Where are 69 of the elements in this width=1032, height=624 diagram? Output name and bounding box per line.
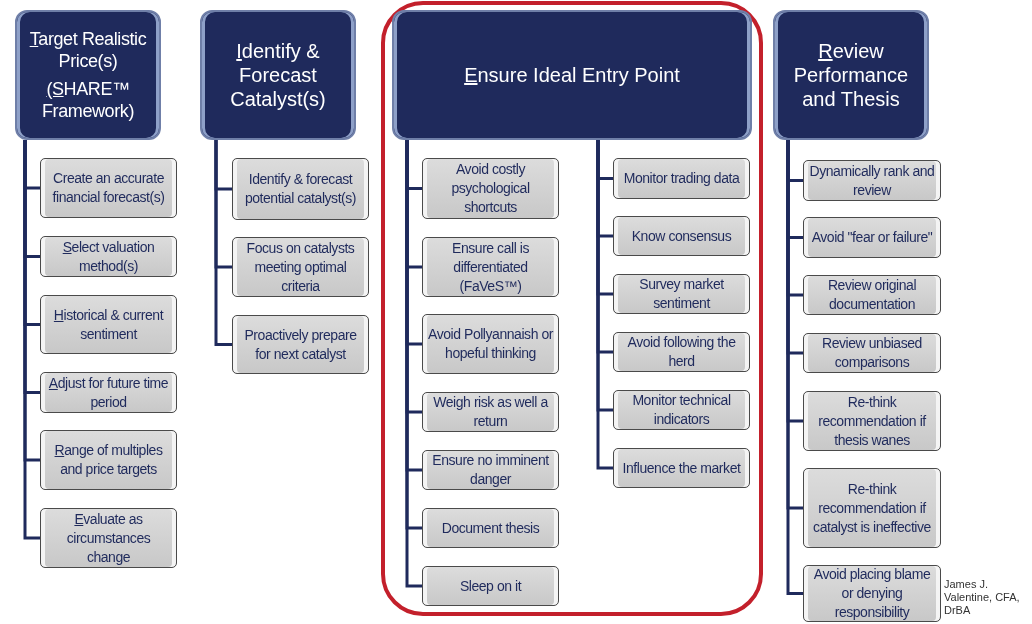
step-text: Avoid Pollyannaish or hopeful thinking <box>428 325 553 363</box>
step-text: Re-think recommendation if catalyst is ineffective <box>812 479 932 537</box>
step-box <box>422 508 559 548</box>
header-text: Review Performance and Thesis <box>792 39 910 111</box>
step-box <box>613 332 750 372</box>
step-text: Avoid costly psychological shortcuts <box>450 160 531 217</box>
step-box <box>422 392 559 432</box>
connector-line <box>786 140 803 595</box>
step-text: Avoid following the herd <box>626 333 737 371</box>
header-box <box>773 10 929 140</box>
step-text: Ensure no imminent danger <box>431 451 550 489</box>
connector-line <box>23 140 40 540</box>
step-box <box>40 508 177 568</box>
step-text: Weigh risk as well a return <box>432 393 550 431</box>
step-box <box>803 468 941 548</box>
step-box <box>613 448 750 488</box>
header-text: Ensure Ideal Entry Point <box>464 63 680 87</box>
step-box <box>803 391 941 451</box>
header-text: Identify & Forecast Catalyst(s) <box>229 39 327 111</box>
step-text: Proactively prepare for next catalyst <box>243 325 358 364</box>
header-box <box>15 10 161 140</box>
step-box <box>40 158 177 218</box>
step-text: Range of multiples and price targets <box>53 441 164 479</box>
step-box <box>803 333 941 373</box>
step-text: Sleep on it <box>459 576 522 596</box>
connector-line <box>596 140 613 470</box>
step-text: Re-think recommendation if thesis wanes <box>817 392 928 450</box>
step-box <box>232 237 369 297</box>
header-box <box>200 10 356 140</box>
step-box <box>40 430 177 490</box>
step-text: Identify & forecast potential catalyst(s) <box>243 170 358 208</box>
step-box <box>613 216 750 256</box>
connector-line <box>214 140 232 346</box>
step-box <box>422 314 559 374</box>
step-text: Dynamically rank and review <box>809 161 935 200</box>
step-text: Create an accurate financial forecast(s) <box>51 169 166 207</box>
step-box <box>40 295 177 354</box>
step-text: Focus on catalysts meeting optimal criteria <box>245 238 356 296</box>
step-box <box>232 158 369 220</box>
step-text: Know consensus <box>631 226 732 246</box>
step-box <box>422 158 559 219</box>
step-box <box>40 236 177 277</box>
header-text: (SHARE™ Framework) <box>41 78 135 122</box>
step-text: Select valuation method(s) <box>61 237 156 276</box>
step-text: Review original documentation <box>826 276 918 314</box>
author-credit: James J. Valentine, CFA, DrBA <box>944 578 1021 617</box>
step-text: Avoid placing blame or denying responsibility <box>812 565 932 622</box>
step-text: Monitor trading data <box>623 169 740 188</box>
header-box <box>392 10 752 140</box>
step-box <box>422 450 559 490</box>
step-box <box>422 237 559 297</box>
step-box <box>613 390 750 430</box>
step-box <box>613 274 750 314</box>
step-text: Survey market sentiment <box>638 275 725 313</box>
step-box <box>613 158 750 199</box>
step-box <box>232 315 369 374</box>
step-box <box>422 566 559 606</box>
step-text: Historical & current sentiment <box>52 305 165 344</box>
step-box <box>803 275 941 315</box>
step-text: Avoid "fear or failure" <box>811 228 933 247</box>
step-text: Influence the market <box>622 458 741 478</box>
step-text: Ensure call is differentiated (FaVeS™) <box>451 238 530 296</box>
step-text: Adjust for future time period <box>47 373 170 412</box>
header-text: Target Realistic Price(s) <box>28 28 148 72</box>
step-text: Monitor technical indicators <box>631 391 732 429</box>
step-text: Evaluate as circumstances change <box>65 509 152 567</box>
step-box <box>803 217 941 258</box>
step-text: Review unbiased comparisons <box>821 334 923 372</box>
step-text: Document thesis <box>441 518 540 538</box>
